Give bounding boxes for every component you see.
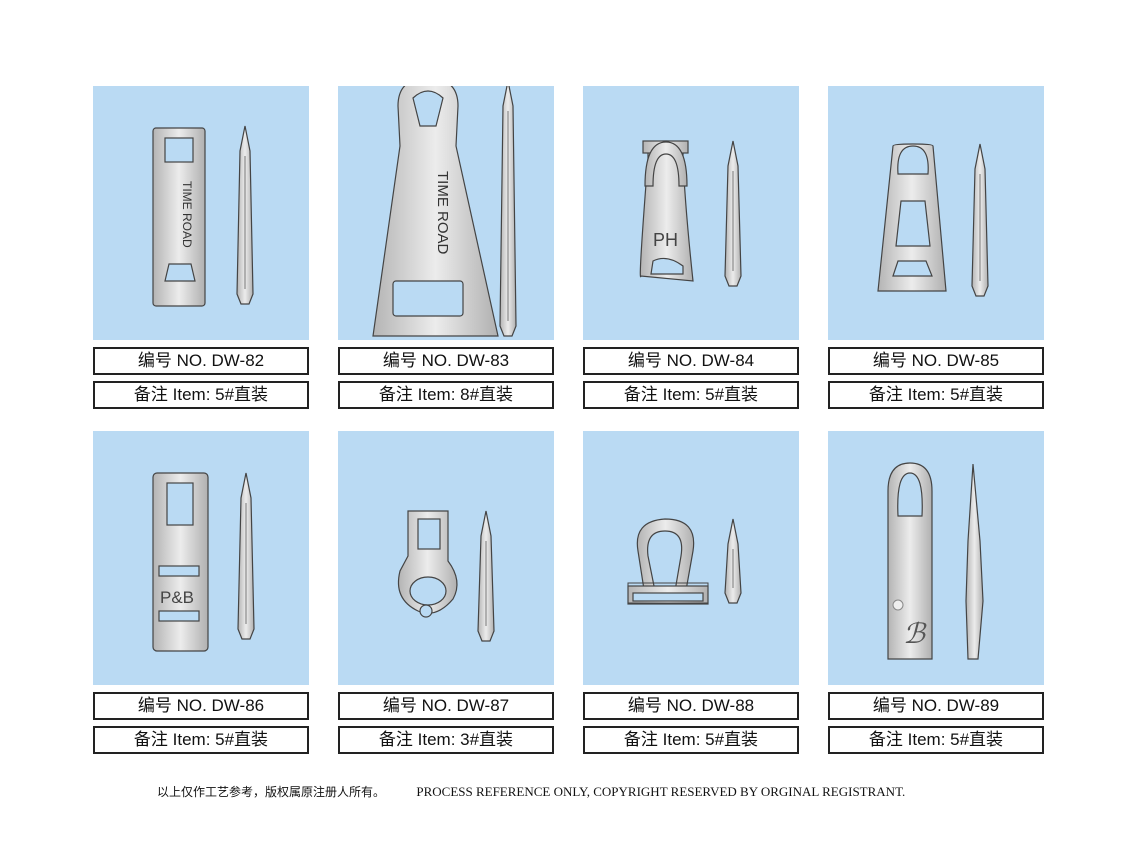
product-number-label: 编号 NO. DW-86 [93, 692, 309, 720]
puller-illustration-rect-tab: TIME ROAD [152, 125, 254, 307]
product-image [338, 431, 554, 685]
product-card: TIME ROAD 编号 NO. DW-82 备注 Item: 5#直装 [93, 86, 309, 409]
engraving-text: PH [653, 230, 678, 250]
product-number-label: 编号 NO. DW-87 [338, 692, 554, 720]
puller-illustration-ring-pear: PH [639, 140, 742, 287]
footer-cn: 以上仅作工艺参考，版权属原注册人所有。 [157, 785, 386, 799]
puller-illustration-long-tab-logo: ℬ [887, 462, 984, 660]
product-image: PH [583, 86, 799, 340]
puller-illustration-ring-buckle [627, 518, 742, 605]
product-item-label: 备注 Item: 5#直装 [828, 726, 1044, 754]
product-item-label: 备注 Item: 3#直装 [338, 726, 554, 754]
svg-text:ℬ: ℬ [903, 617, 927, 650]
product-image: TIME ROAD [93, 86, 309, 340]
product-card: 编号 NO. DW-85 备注 Item: 5#直装 [828, 86, 1044, 409]
product-card: 编号 NO. DW-88 备注 Item: 5#直装 [583, 431, 799, 754]
product-item-label: 备注 Item: 5#直装 [93, 726, 309, 754]
product-image: TIME ROAD [338, 86, 554, 340]
puller-illustration-large-trapezoid: TIME ROAD [372, 86, 517, 337]
puller-illustration-ring-trapezoid [877, 143, 989, 297]
product-number-label: 编号 NO. DW-84 [583, 347, 799, 375]
product-image: ℬ [828, 431, 1044, 685]
product-item-label: 备注 Item: 8#直装 [338, 381, 554, 409]
product-card: P&B 编号 NO. DW-86 备注 Item: 5#直装 [93, 431, 309, 754]
product-card: 编号 NO. DW-87 备注 Item: 3#直装 [338, 431, 554, 754]
product-number-label: 编号 NO. DW-88 [583, 692, 799, 720]
product-image: P&B [93, 431, 309, 685]
product-card: ℬ 编号 NO. DW-89 备注 Item: 5#直装 [828, 431, 1044, 754]
product-image [583, 431, 799, 685]
product-number-label: 编号 NO. DW-83 [338, 347, 554, 375]
engraving-text: TIME ROAD [180, 181, 194, 248]
product-number-label: 编号 NO. DW-85 [828, 347, 1044, 375]
engraving-text: P&B [160, 588, 194, 607]
product-number-label: 编号 NO. DW-82 [93, 347, 309, 375]
product-number-label: 编号 NO. DW-89 [828, 692, 1044, 720]
product-card: TIME ROAD 编号 NO. DW-83 备注 Item: 8#直装 [338, 86, 554, 409]
footer-en: PROCESS REFERENCE ONLY, COPYRIGHT RESERV… [416, 784, 906, 799]
product-item-label: 备注 Item: 5#直装 [583, 726, 799, 754]
product-card: PH 编号 NO. DW-84 备注 Item: 5#直装 [583, 86, 799, 409]
puller-illustration-open-ring [397, 510, 495, 642]
slider-side-view [965, 463, 984, 660]
product-image [828, 86, 1044, 340]
engraving-text: TIME ROAD [434, 171, 451, 255]
product-item-label: 备注 Item: 5#直装 [583, 381, 799, 409]
product-item-label: 备注 Item: 5#直装 [828, 381, 1044, 409]
footer-note: 以上仅作工艺参考，版权属原注册人所有。 PROCESS REFERENCE ON… [157, 783, 905, 800]
product-item-label: 备注 Item: 5#直装 [93, 381, 309, 409]
puller-illustration-rect-tab-slots: P&B [152, 472, 255, 652]
